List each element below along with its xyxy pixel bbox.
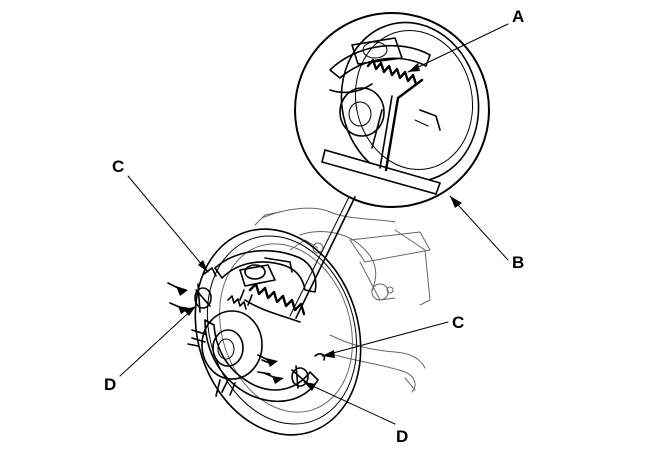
backing-plate-outer [194,228,362,436]
callout-label-b: B [512,253,524,272]
callout-label-d-left: D [104,375,116,394]
inset-adjuster-spring [366,58,418,86]
hold-down-spring-lower [291,365,309,389]
callout-label-c-lower: C [452,313,464,332]
t-handle-tool [321,78,442,195]
suspension-background [254,207,431,393]
leader-lines [119,23,509,425]
inset-link-line [295,196,356,319]
callout-label-d-lower: D [396,427,408,446]
wheel-hub [201,310,263,380]
retainer-clip-lower [314,353,326,361]
retainer-clip-upper [203,267,217,277]
removal-arrows [176,286,284,384]
lower-return-spring [227,295,247,310]
hold-down-spring-left [194,283,212,313]
adjuster-spring [248,282,306,316]
wheel-cylinder [239,257,293,287]
callout-label-c-upper: C [112,157,124,176]
hub-center [212,329,244,367]
detail-inset [294,12,490,208]
leader-arrowheads [184,63,462,391]
callout-label-a: A [512,7,524,26]
